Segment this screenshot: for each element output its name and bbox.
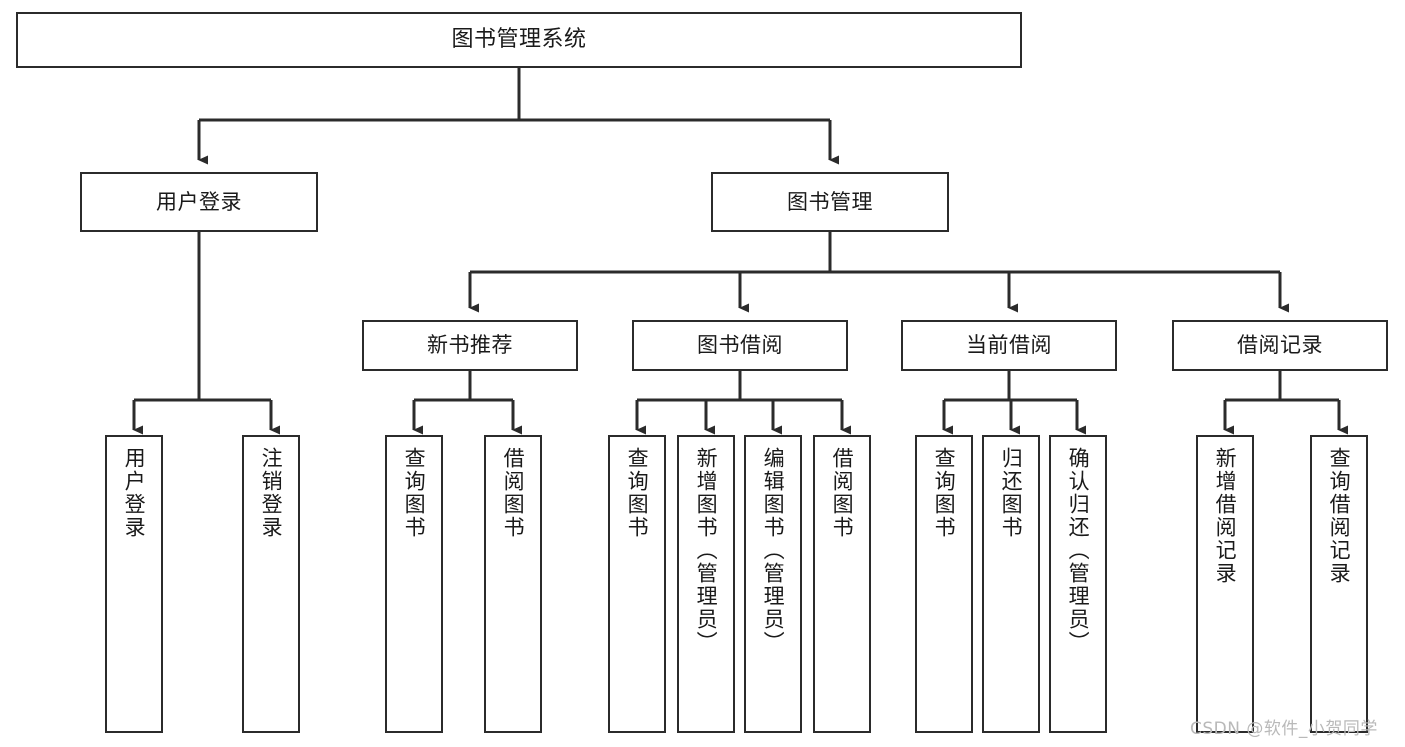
leaf-return-book[interactable]: 归还图书 [982,435,1040,733]
node-new-book-recommend[interactable]: 新书推荐 [362,320,578,371]
node-label: 图书管理 [787,189,873,214]
node-label: 新增借阅记录 [1213,447,1238,585]
node-label: 图书借阅 [697,333,783,358]
leaf-borrow-book-recommend[interactable]: 借阅图书 [484,435,542,733]
leaf-user-login[interactable]: 用户登录 [105,435,163,733]
node-book-borrow[interactable]: 图书借阅 [632,320,848,371]
node-label: 图书管理系统 [451,27,587,53]
csdn-watermark: CSDN @软件_小贺同学 [1190,719,1378,739]
node-label: 查询图书 [625,447,650,539]
node-user-login[interactable]: 用户登录 [80,172,318,232]
node-label: 新书推荐 [427,333,513,358]
node-current-borrow[interactable]: 当前借阅 [901,320,1117,371]
node-label: 注销登录 [259,447,284,539]
node-borrow-record[interactable]: 借阅记录 [1172,320,1388,371]
node-label: 借阅记录 [1237,333,1323,358]
leaf-add-book-admin[interactable]: 新增图书（管理员） [677,435,735,733]
node-label: 用户登录 [156,189,242,214]
node-label: 借阅图书 [501,447,526,539]
node-label: 当前借阅 [966,333,1052,358]
leaf-logout[interactable]: 注销登录 [242,435,300,733]
leaf-query-book-recommend[interactable]: 查询图书 [385,435,443,733]
node-label: 查询借阅记录 [1327,447,1352,585]
leaf-query-book-current[interactable]: 查询图书 [915,435,973,733]
node-root-system[interactable]: 图书管理系统 [16,12,1022,68]
node-label: 借阅图书 [830,447,855,539]
leaf-add-borrow-record[interactable]: 新增借阅记录 [1196,435,1254,733]
node-label: 编辑图书（管理员） [761,447,786,654]
leaf-confirm-return-admin[interactable]: 确认归还（管理员） [1049,435,1107,733]
node-label: 查询图书 [402,447,427,539]
leaf-borrow-book[interactable]: 借阅图书 [813,435,871,733]
leaf-edit-book-admin[interactable]: 编辑图书（管理员） [744,435,802,733]
node-label: 用户登录 [122,447,147,539]
node-book-management[interactable]: 图书管理 [711,172,949,232]
node-label: 确认归还（管理员） [1066,447,1091,654]
node-label: 新增图书（管理员） [694,447,719,654]
node-label: 查询图书 [932,447,957,539]
leaf-query-book-borrow[interactable]: 查询图书 [608,435,666,733]
node-label: 归还图书 [999,447,1024,539]
leaf-query-borrow-record[interactable]: 查询借阅记录 [1310,435,1368,733]
